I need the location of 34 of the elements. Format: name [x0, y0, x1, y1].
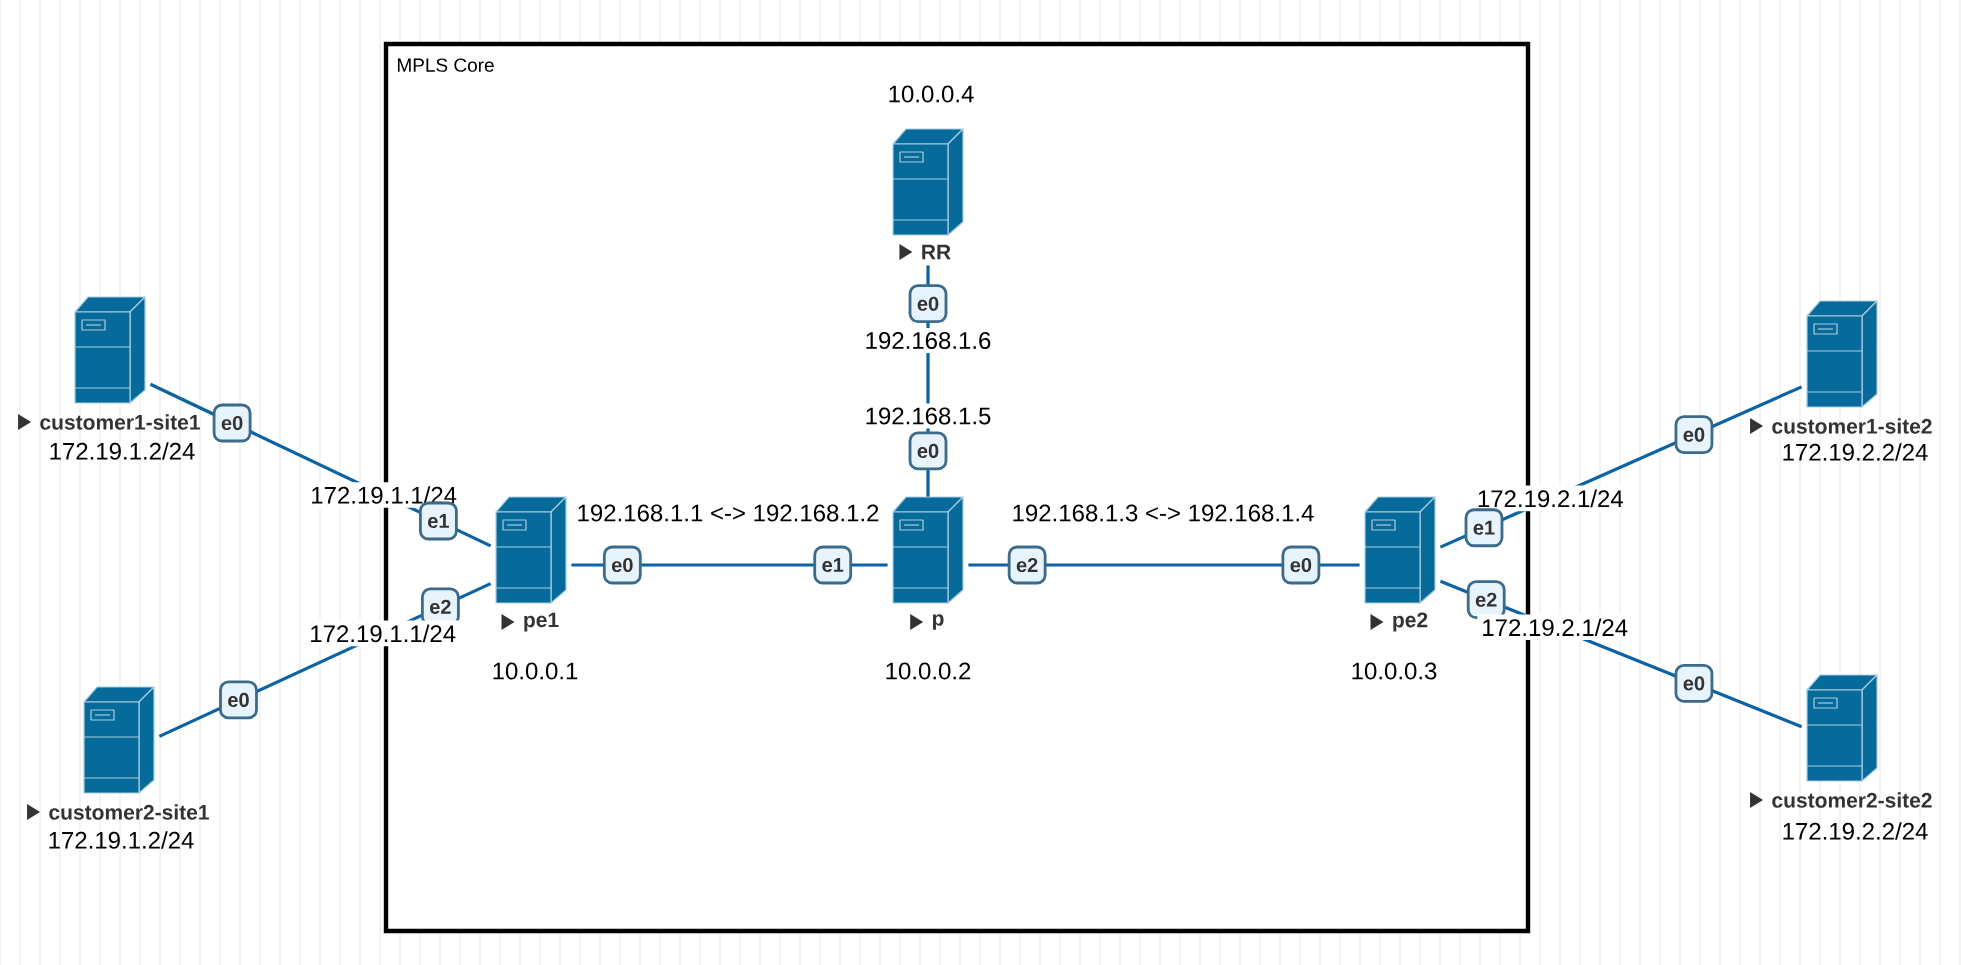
- interface-badge: e2: [1007, 545, 1047, 585]
- ip-address: 172.19.2.1/24: [1477, 614, 1633, 641]
- ip-address: 172.19.2.1/24: [1472, 485, 1628, 512]
- ip-address: 192.168.1.6: [860, 328, 996, 354]
- ip-address: 192.168.1.3 <-> 192.168.1.4: [1007, 500, 1319, 526]
- ip-address: 10.0.0.4: [889, 85, 974, 103]
- ip-address: 172.19.2.2/24: [1783, 443, 1928, 461]
- ip-address: 10.0.0.1: [493, 662, 578, 680]
- interface-badge: e0: [1674, 664, 1714, 703]
- ip-address: 10.0.0.3: [1352, 662, 1437, 680]
- interface-badge: e0: [1674, 415, 1714, 455]
- ip-address: 192.168.1.1 <-> 192.168.1.2: [572, 500, 884, 526]
- device-name: pe2: [1393, 612, 1428, 632]
- device-name: customer2-site1: [49, 804, 209, 820]
- ip-address: 172.19.2.2/24: [1783, 822, 1928, 840]
- device-name: RR: [922, 244, 951, 260]
- ip-address: 172.19.1.2/24: [50, 442, 195, 460]
- interface-badge: e0: [219, 680, 258, 720]
- interface-badge: e0: [602, 545, 642, 585]
- ip-address: 172.19.1.2/24: [49, 831, 194, 849]
- interface-badge: e0: [1281, 545, 1321, 585]
- ip-address: 192.168.1.5: [860, 403, 996, 429]
- interface-badge: e1: [813, 545, 853, 585]
- interface-badge: e2: [1466, 580, 1506, 620]
- device-name: pe1: [524, 612, 559, 632]
- interface-badge: e0: [908, 431, 948, 471]
- device-name: customer2-site2: [1772, 792, 1932, 808]
- device-name: customer1-site2: [1772, 418, 1932, 434]
- interface-badge: e0: [908, 284, 948, 324]
- interface-badge: e1: [1464, 508, 1504, 548]
- ip-address: 10.0.0.2: [886, 662, 971, 680]
- device-name: p: [933, 614, 944, 630]
- device-name: customer1-site1: [40, 414, 200, 430]
- interface-badge: e0: [212, 403, 252, 443]
